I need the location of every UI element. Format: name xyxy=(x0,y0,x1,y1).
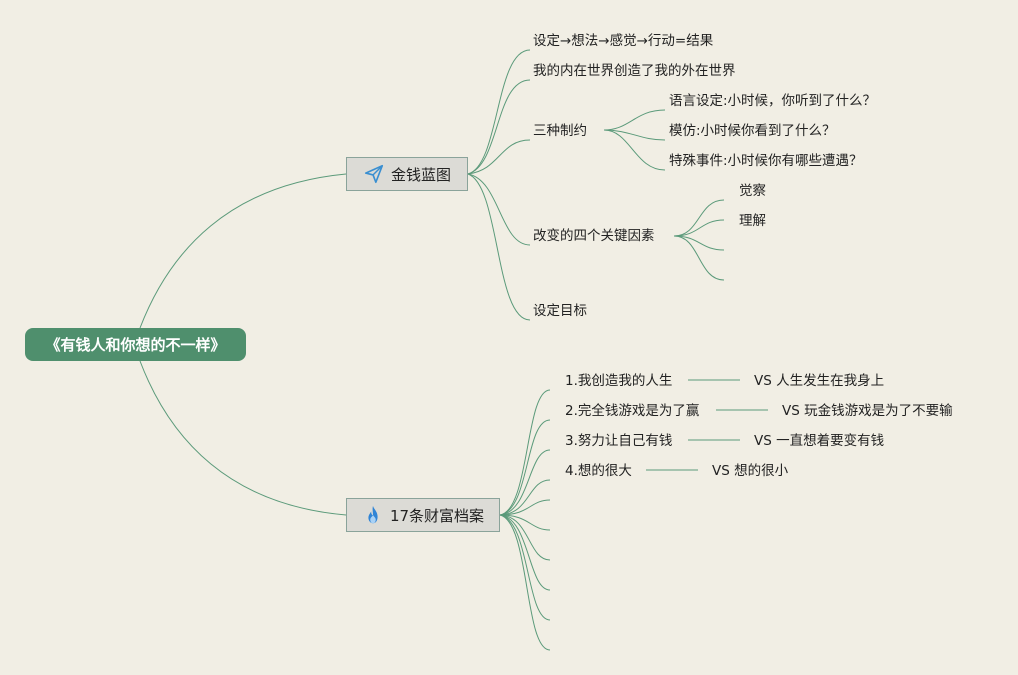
constraint-node[interactable]: 语言设定:小时候，你听到了什么？ xyxy=(669,93,877,109)
edge-constraint-1 xyxy=(603,109,666,131)
constraint-node[interactable]: 模仿:小时候你看到了什么？ xyxy=(669,123,836,139)
branch-label: 17条财富档案 xyxy=(389,506,485,525)
contrast-node[interactable]: VS 玩金钱游戏是为了不要输 xyxy=(782,403,953,419)
edge-branch2-item-1 xyxy=(499,389,551,516)
edge-factor-1 xyxy=(673,199,725,237)
contrast-node[interactable]: VS 人生发生在我身上 xyxy=(754,373,885,389)
edge-branch1-child-4 xyxy=(467,173,531,246)
edge-branch2-item-4 xyxy=(499,479,551,516)
edge-factor-2 xyxy=(673,219,725,237)
edge-branch1-child-2 xyxy=(467,79,531,175)
branch-node-wealth-files[interactable]: 17条财富档案 xyxy=(346,498,500,532)
edge-branch1-child-1 xyxy=(467,49,531,175)
edge-constraint-3 xyxy=(603,129,666,171)
edge-branch2-empty-2 xyxy=(499,514,551,531)
edge-branch2-empty-1 xyxy=(499,499,551,516)
root-node[interactable]: 《有钱人和你想的不一样》 xyxy=(25,328,246,361)
edge-branch1-child-3 xyxy=(467,139,531,175)
factor-node[interactable]: 觉察 xyxy=(739,183,766,199)
contrast-node[interactable]: VS 一直想着要变有钱 xyxy=(754,433,885,449)
wealth-item[interactable]: 1.我创造我的人生 xyxy=(565,373,673,389)
child-node[interactable]: 我的内在世界创造了我的外在世界 xyxy=(533,63,736,79)
edge-branch2-empty-3 xyxy=(499,514,551,561)
flame-icon xyxy=(368,505,378,524)
branch-label: 金钱蓝图 xyxy=(390,165,451,184)
edge-branch2-empty-6 xyxy=(499,514,551,651)
wealth-item[interactable]: 2.完全钱游戏是为了赢 xyxy=(565,403,700,419)
edge-constraint-2 xyxy=(603,129,666,141)
paper-plane-icon xyxy=(364,164,384,184)
child-node[interactable]: 设定→想法→感觉→行动=结果 xyxy=(533,33,714,49)
child-node[interactable]: 设定目标 xyxy=(533,303,587,319)
contrast-node[interactable]: VS 想的很小 xyxy=(712,463,789,479)
wealth-item[interactable]: 4.想的很大 xyxy=(565,463,632,479)
edge-branch2-empty-5 xyxy=(499,514,551,621)
wealth-item[interactable]: 3.努力让自己有钱 xyxy=(565,433,673,449)
edge-root-branch1 xyxy=(139,173,347,329)
edge-branch2-empty-4 xyxy=(499,514,551,591)
edge-branch1-child-5 xyxy=(467,173,531,321)
edge-factor-4 xyxy=(673,235,725,281)
edge-factor-3 xyxy=(673,235,725,251)
constraint-node[interactable]: 特殊事件:小时候你有哪些遭遇？ xyxy=(669,153,863,169)
edge-root-branch2 xyxy=(139,360,347,516)
edge-branch2-item-3 xyxy=(499,449,551,516)
child-node[interactable]: 三种制约 xyxy=(533,123,587,139)
edge-branch2-item-2 xyxy=(499,419,551,516)
branch-node-blueprint[interactable]: 金钱蓝图 xyxy=(346,157,468,191)
root-label: 《有钱人和你想的不一样》 xyxy=(45,336,226,354)
child-node[interactable]: 改变的四个关键因素 xyxy=(533,228,655,244)
factor-node[interactable]: 理解 xyxy=(739,213,766,229)
